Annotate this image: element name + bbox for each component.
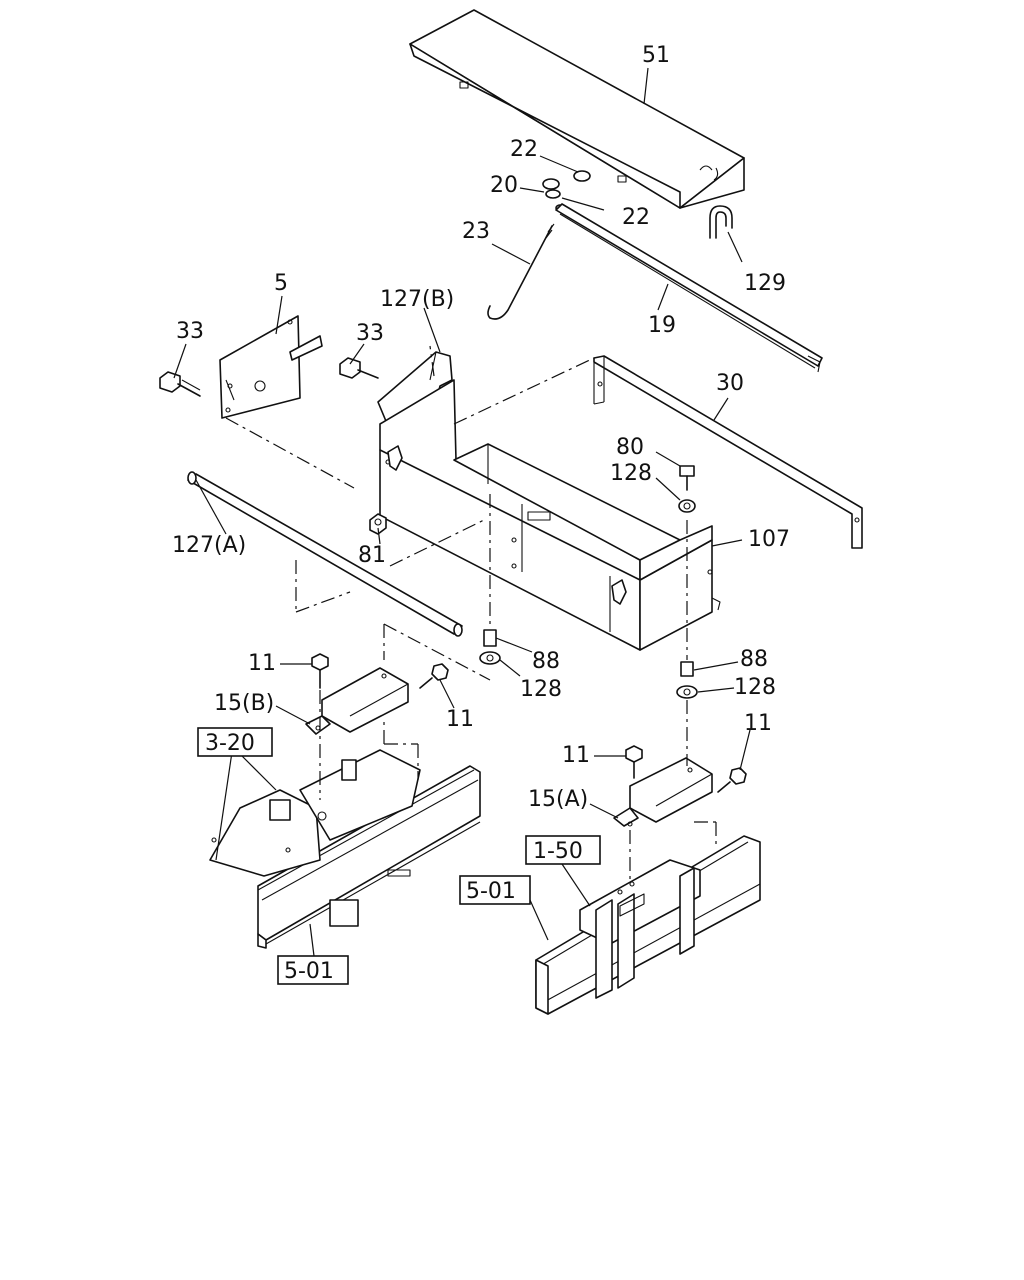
bolt-part-11-d <box>717 767 747 793</box>
label-81: 81 <box>358 543 386 568</box>
tray-part-107 <box>379 379 721 651</box>
label-19: 19 <box>648 313 676 338</box>
ref-box-3-20[interactable]: 3-20 <box>197 727 273 757</box>
ref-label-1-50: 1-50 <box>533 839 583 864</box>
bolt-part-11-b <box>419 663 449 689</box>
label-15a: 15(A) <box>528 787 588 812</box>
rubber-part-128-left <box>479 651 501 665</box>
collar-part-88-left <box>483 629 497 647</box>
label-30: 30 <box>716 371 744 396</box>
ref-label-3-20: 3-20 <box>205 731 255 756</box>
label-15b: 15(B) <box>214 691 274 716</box>
leader-lines <box>173 67 751 957</box>
label-22-lower: 22 <box>622 205 650 230</box>
frame-left-assembly <box>209 749 481 949</box>
label-51: 51 <box>642 43 670 68</box>
label-23: 23 <box>462 219 490 244</box>
label-11-d: 11 <box>744 711 772 736</box>
label-128-right: 128 <box>734 675 776 700</box>
label-107: 107 <box>748 527 790 552</box>
alignment-lines <box>225 345 717 882</box>
label-128-left: 128 <box>520 677 562 702</box>
label-11-a: 11 <box>248 651 276 676</box>
label-80: 80 <box>616 435 644 460</box>
bolt-part-80 <box>679 465 695 491</box>
label-129: 129 <box>744 271 786 296</box>
bracket-part-15a <box>613 757 713 827</box>
cover-part-51 <box>409 9 745 209</box>
bolt-part-11-c <box>625 745 643 779</box>
label-11-b: 11 <box>446 707 474 732</box>
rod-part-19 <box>555 203 823 373</box>
bolt-part-11-a <box>311 653 329 689</box>
hook-part-129 <box>709 205 733 239</box>
label-128-upper: 128 <box>610 461 652 486</box>
bolt-part-33-right <box>339 357 379 379</box>
ref-box-1-50[interactable]: 1-50 <box>525 835 601 865</box>
label-11-c: 11 <box>562 743 590 768</box>
ref-label-5-01-right: 5-01 <box>466 879 516 904</box>
label-33-left: 33 <box>176 319 204 344</box>
label-22-upper: 22 <box>510 137 538 162</box>
ref-label-5-01-left: 5-01 <box>284 959 334 984</box>
ref-box-5-01-right[interactable]: 5-01 <box>459 875 531 905</box>
wire-rod-part-23 <box>487 223 555 320</box>
frame-right-assembly <box>535 835 761 1015</box>
label-5: 5 <box>274 271 288 296</box>
ref-box-5-01-left[interactable]: 5-01 <box>277 955 349 985</box>
nut-washer-stack <box>542 170 591 212</box>
label-127b: 127(B) <box>380 287 454 312</box>
label-88-left: 88 <box>532 649 560 674</box>
bar-part-30 <box>593 355 863 549</box>
label-127a: 127(A) <box>172 533 246 558</box>
nut-part-81 <box>369 513 387 535</box>
rubber-part-128-right <box>676 685 698 699</box>
label-20: 20 <box>490 173 518 198</box>
label-88-right: 88 <box>740 647 768 672</box>
bolt-part-33-left <box>159 371 201 397</box>
tube-part-127a <box>187 471 463 637</box>
rubber-part-128-upper <box>678 499 696 513</box>
label-33-right: 33 <box>356 321 384 346</box>
collar-part-88-right <box>680 661 694 677</box>
bracket-part-15b <box>305 667 409 735</box>
bracket-part-5 <box>219 315 323 419</box>
